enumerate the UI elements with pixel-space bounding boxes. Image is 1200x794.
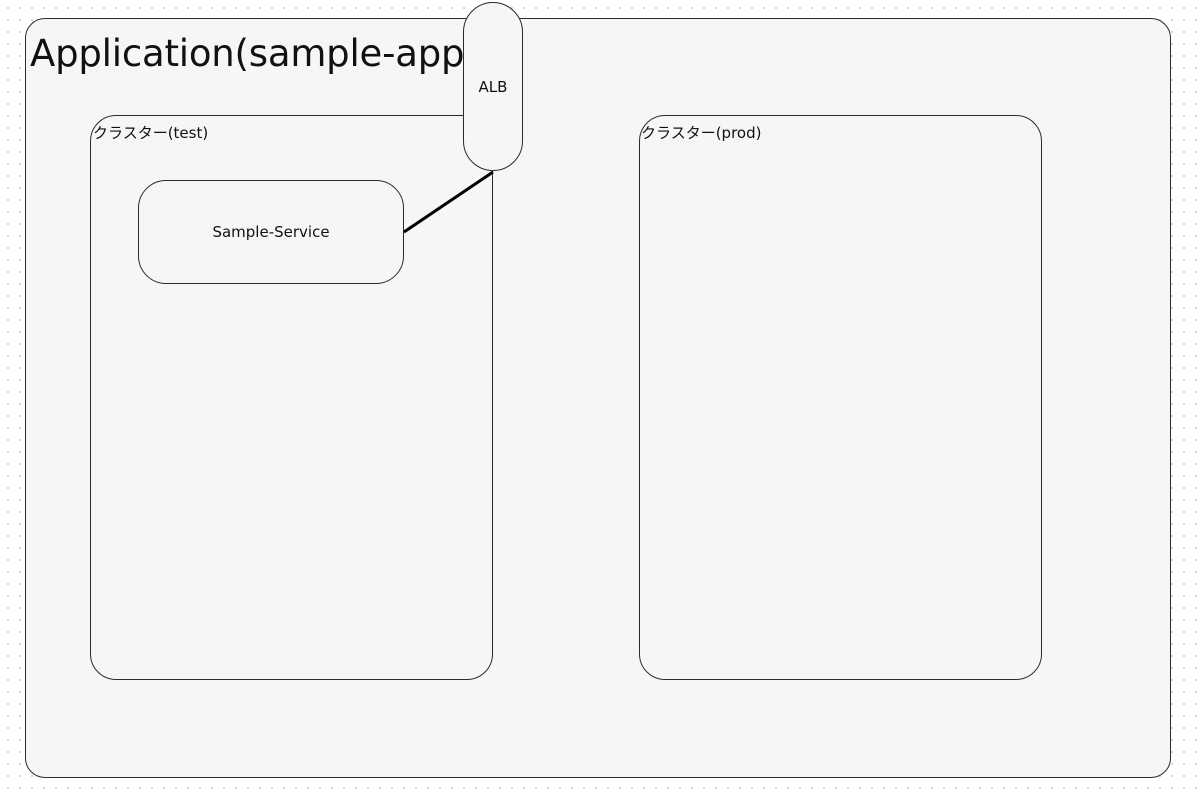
sample-service-label: Sample-Service	[212, 223, 330, 241]
sample-service-node[interactable]: Sample-Service	[138, 180, 404, 284]
alb-label: ALB	[478, 77, 508, 96]
alb-node[interactable]: ALB	[463, 2, 523, 171]
cluster-prod-label: クラスター(prod)	[641, 124, 762, 142]
application-title: Application(sample-app)	[30, 32, 479, 75]
cluster-prod-container[interactable]	[639, 115, 1042, 680]
cluster-test-label: クラスター(test)	[93, 124, 209, 142]
